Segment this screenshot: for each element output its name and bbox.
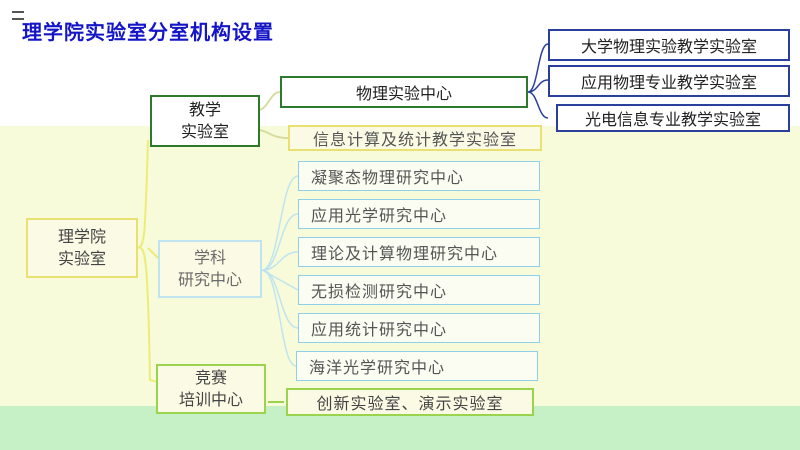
root-node-line2: 实验室 (57, 249, 106, 268)
research-node-line2: 研究中心 (177, 270, 242, 289)
research-node: 学科 研究中心 (158, 240, 262, 298)
physics-child-applied: 应用物理专业教学实验室 (548, 65, 790, 97)
connector-physics-children (527, 43, 549, 119)
physics-child-university: 大学物理实验教学实验室 (548, 29, 790, 61)
teaching-child-info-stats: 信息计算及统计教学实验室 (288, 125, 542, 151)
teaching-child-physics: 物理实验中心 (280, 76, 528, 108)
competition-node-line2: 培训中心 (178, 390, 243, 409)
competition-node-line1: 竞赛 (194, 368, 227, 387)
research-child-ndt: 无损检测研究中心 (298, 275, 540, 305)
teaching-node: 教学 实验室 (150, 95, 260, 147)
root-node-line1: 理学院 (57, 227, 106, 246)
physics-child-optoelectronic: 光电信息专业教学实验室 (556, 104, 790, 132)
corner-mark-icon (12, 11, 24, 20)
teaching-node-line1: 教学 (188, 100, 221, 119)
page-title: 理学院实验室分室机构设置 (22, 20, 274, 44)
research-child-theory: 理论及计算物理研究中心 (298, 237, 540, 267)
research-child-condensed: 凝聚态物理研究中心 (298, 161, 540, 191)
connector-research-children (261, 175, 299, 367)
root-node: 理学院 实验室 (26, 218, 138, 278)
connector-root-branches (135, 139, 159, 383)
connector-teaching-children (257, 91, 289, 139)
teaching-node-line2: 实验室 (180, 122, 229, 141)
competition-node: 竞赛 培训中心 (156, 364, 266, 414)
research-child-statistics: 应用统计研究中心 (298, 313, 540, 343)
competition-child: 创新实验室、演示实验室 (286, 388, 534, 416)
research-child-ocean-optics: 海洋光学研究中心 (296, 351, 538, 381)
research-child-optics: 应用光学研究中心 (298, 199, 540, 229)
research-node-line1: 学科 (193, 248, 226, 267)
